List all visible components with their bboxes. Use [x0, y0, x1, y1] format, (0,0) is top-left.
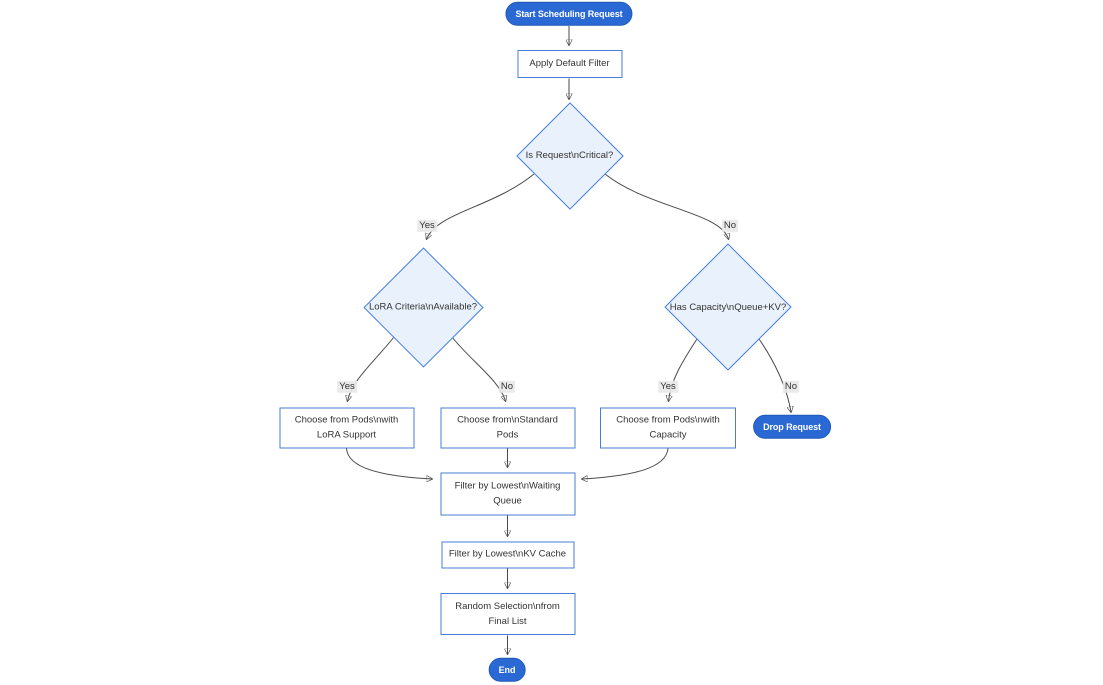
- node-end: End: [488, 657, 526, 683]
- node-label: Apply Default Filter: [529, 58, 610, 70]
- edge-label-critical-yes: Yes: [417, 219, 437, 233]
- edge-is-critical-no: [604, 173, 729, 239]
- node-label: Is Request\nCritical?: [525, 150, 614, 161]
- edge-label-capacity-no: No: [782, 380, 800, 394]
- node-decision-lora-criteria: LoRA Criteria\nAvailable?: [362, 246, 484, 368]
- edge-choose-lora-to-filter-queue: [346, 448, 433, 480]
- node-filter-kv-cache: Filter by Lowest\nKV Cache: [441, 541, 574, 568]
- node-choose-lora-pods: Choose from Pods\nwith LoRA Support: [279, 407, 414, 448]
- edge-capacity-no: [758, 338, 791, 412]
- node-start: Start Scheduling Request: [505, 1, 633, 27]
- edge-label-lora-yes: Yes: [337, 380, 357, 394]
- node-drop-request: Drop Request: [753, 414, 831, 440]
- node-decision-has-capacity: Has Capacity\nQueue+KV?: [664, 243, 792, 371]
- edge-label-critical-no: No: [721, 219, 739, 233]
- node-label: Choose from Pods\nwith LoRA Support: [294, 414, 399, 441]
- node-label: Random Selection\nfrom Final List: [455, 600, 560, 627]
- node-label: Filter by Lowest\nWaiting Queue: [454, 480, 561, 507]
- edge-label-capacity-yes: Yes: [658, 380, 678, 394]
- node-label: Choose from Pods\nwith Capacity: [616, 414, 720, 441]
- edge-is-critical-yes: [427, 173, 535, 239]
- node-label: Choose from\nStandard Pods: [457, 414, 558, 441]
- node-apply-default-filter: Apply Default Filter: [517, 50, 622, 78]
- node-choose-standard-pods: Choose from\nStandard Pods: [440, 407, 575, 448]
- node-label: Filter by Lowest\nKV Cache: [448, 548, 567, 560]
- node-choose-capacity-pods: Choose from Pods\nwith Capacity: [600, 407, 736, 448]
- edge-capacity-yes: [669, 338, 698, 401]
- edge-lora-no: [451, 336, 506, 401]
- node-random-selection: Random Selection\nfrom Final List: [440, 593, 575, 635]
- node-label: LoRA Criteria\nAvailable?: [368, 301, 478, 313]
- edge-lora-yes: [348, 336, 395, 401]
- node-decision-is-critical: Is Request\nCritical?: [515, 101, 624, 210]
- node-label: Has Capacity\nQueue+KV?: [669, 301, 787, 313]
- node-filter-waiting-queue: Filter by Lowest\nWaiting Queue: [440, 472, 575, 515]
- edge-label-lora-no: No: [498, 380, 516, 394]
- edge-choose-capacity-to-filter-queue: [582, 448, 669, 480]
